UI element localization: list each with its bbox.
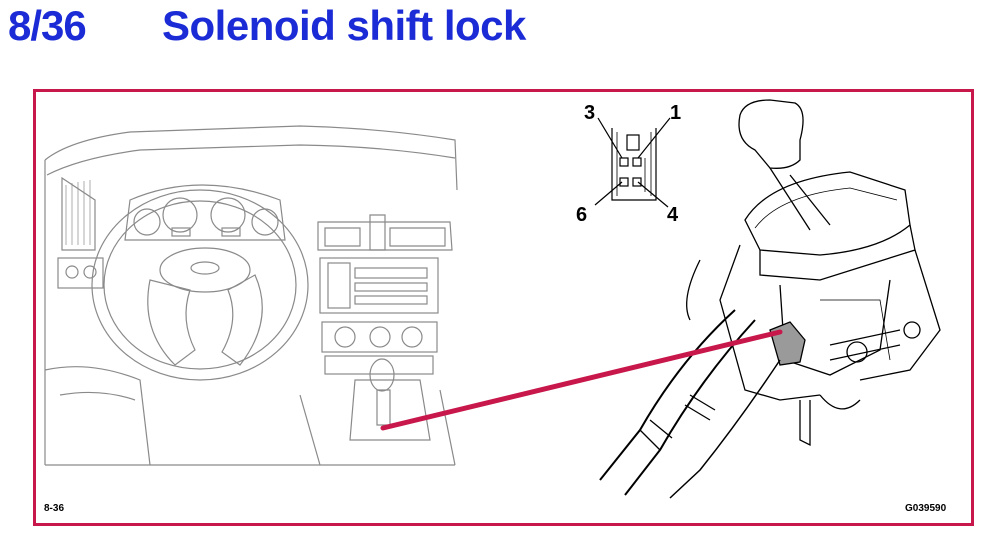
connector-pin-3: 3 xyxy=(584,102,596,124)
connector-pin-1: 1 xyxy=(670,102,682,124)
dashboard-illustration xyxy=(44,125,458,466)
shifter-assembly xyxy=(599,99,941,499)
page-number: 8/36 xyxy=(8,2,87,49)
pointer-line xyxy=(380,329,783,431)
page-header: 8/36 Solenoid shift lock xyxy=(0,0,994,60)
figure-reference-left: 8-36 xyxy=(44,503,65,514)
connector-diagram xyxy=(594,117,671,208)
figure-frame xyxy=(33,89,974,526)
page-title: Solenoid shift lock xyxy=(162,2,526,49)
connector-pin-4: 4 xyxy=(667,204,679,226)
figure-reference-right: G039590 xyxy=(905,503,947,514)
connector-pin-6: 6 xyxy=(576,204,588,226)
